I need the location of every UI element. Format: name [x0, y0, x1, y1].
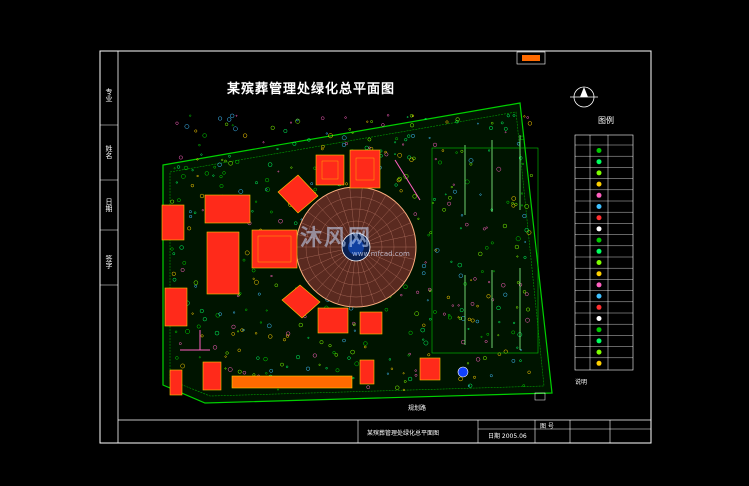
legend-table [574, 134, 634, 371]
building-north-1 [315, 154, 345, 186]
building-south-2 [359, 311, 383, 335]
inner-frame [117, 50, 652, 444]
side-label-3: 日期 [105, 198, 113, 212]
building-west-a [161, 204, 185, 241]
building-sw-small [169, 369, 183, 396]
building-southwest [281, 284, 321, 319]
building-west-c [206, 231, 240, 295]
side-label-1: 专业 [105, 88, 113, 102]
building-north-2 [349, 149, 381, 189]
building-west-hall [251, 229, 298, 269]
watermark-url: www.mfcad.com [352, 250, 410, 258]
cemetery-rows [464, 135, 521, 350]
building-west-b [204, 194, 251, 224]
building-south-b [359, 359, 375, 385]
legend-note: 说明 [575, 379, 588, 386]
drawing-title: 某殡葬管理处绿化总平面图 [227, 82, 396, 97]
road-label: 规划路 [408, 405, 427, 412]
title-block-date: 日期 2005.06 [488, 433, 527, 440]
side-label-2: 姓名 [105, 145, 113, 159]
title-block-sheet: 图 号 [540, 423, 554, 430]
legend-title: 图例 [598, 116, 614, 125]
building-south-c [419, 357, 441, 381]
buildings [161, 149, 441, 396]
building-west-d [164, 287, 188, 327]
building-south-a [202, 361, 222, 391]
watermark-brand: 沐风网 [300, 226, 373, 251]
side-label-4: 签字 [105, 255, 113, 269]
building-south-1 [317, 307, 349, 334]
building-south-long [231, 375, 353, 389]
paths [180, 159, 421, 351]
building-northwest [277, 174, 319, 214]
title-block-name: 某殡葬管理处绿化总平面图 [367, 430, 440, 437]
